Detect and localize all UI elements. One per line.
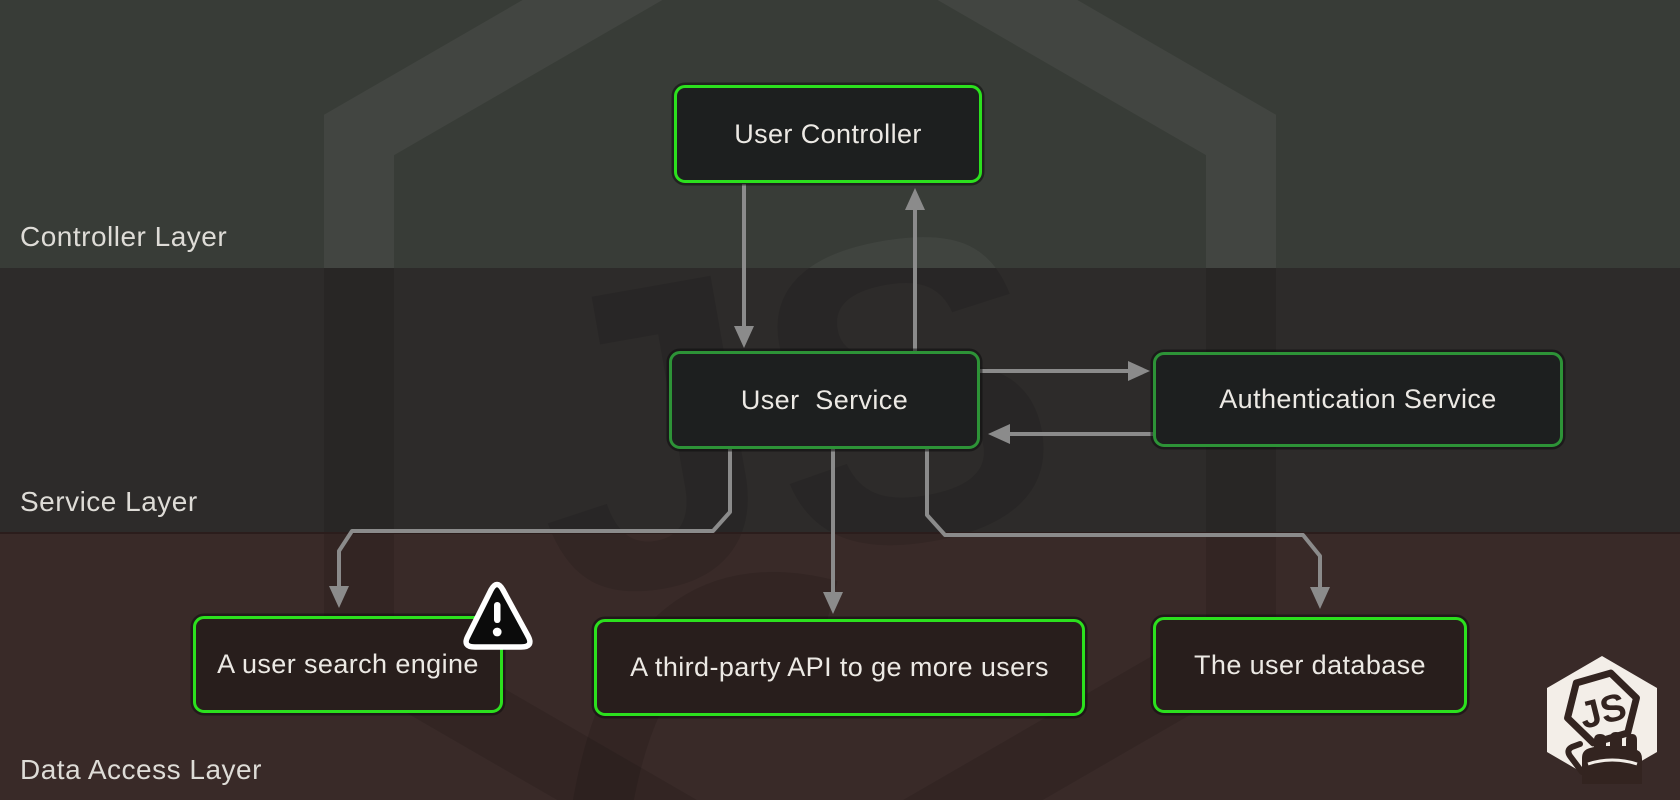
node-user-search-engine-label: A user search engine [217,649,479,679]
node-authentication-service: Authentication Service [1153,352,1563,447]
node-user-database: The user database [1153,617,1467,713]
node-user-database-label: The user database [1194,649,1426,680]
node-third-party-api-label: A third-party API to ge more users [630,652,1049,682]
node-user-search-engine: A user search engine [193,616,503,713]
layer-label-controller: Controller Layer [20,221,228,252]
node-user-service-label: User Service [740,384,909,415]
layer-label-service: Service Layer [20,486,198,517]
node-user-controller: User Controller [674,85,982,183]
node-authentication-service-label: Authentication Service [1219,384,1497,414]
node-user-service: User Service [669,351,980,449]
node-user-controller-label: User Controller [734,118,922,149]
layer-label-data-access: Data Access Layer [20,754,262,785]
node-third-party-api: A third-party API to ge more users [594,619,1085,716]
